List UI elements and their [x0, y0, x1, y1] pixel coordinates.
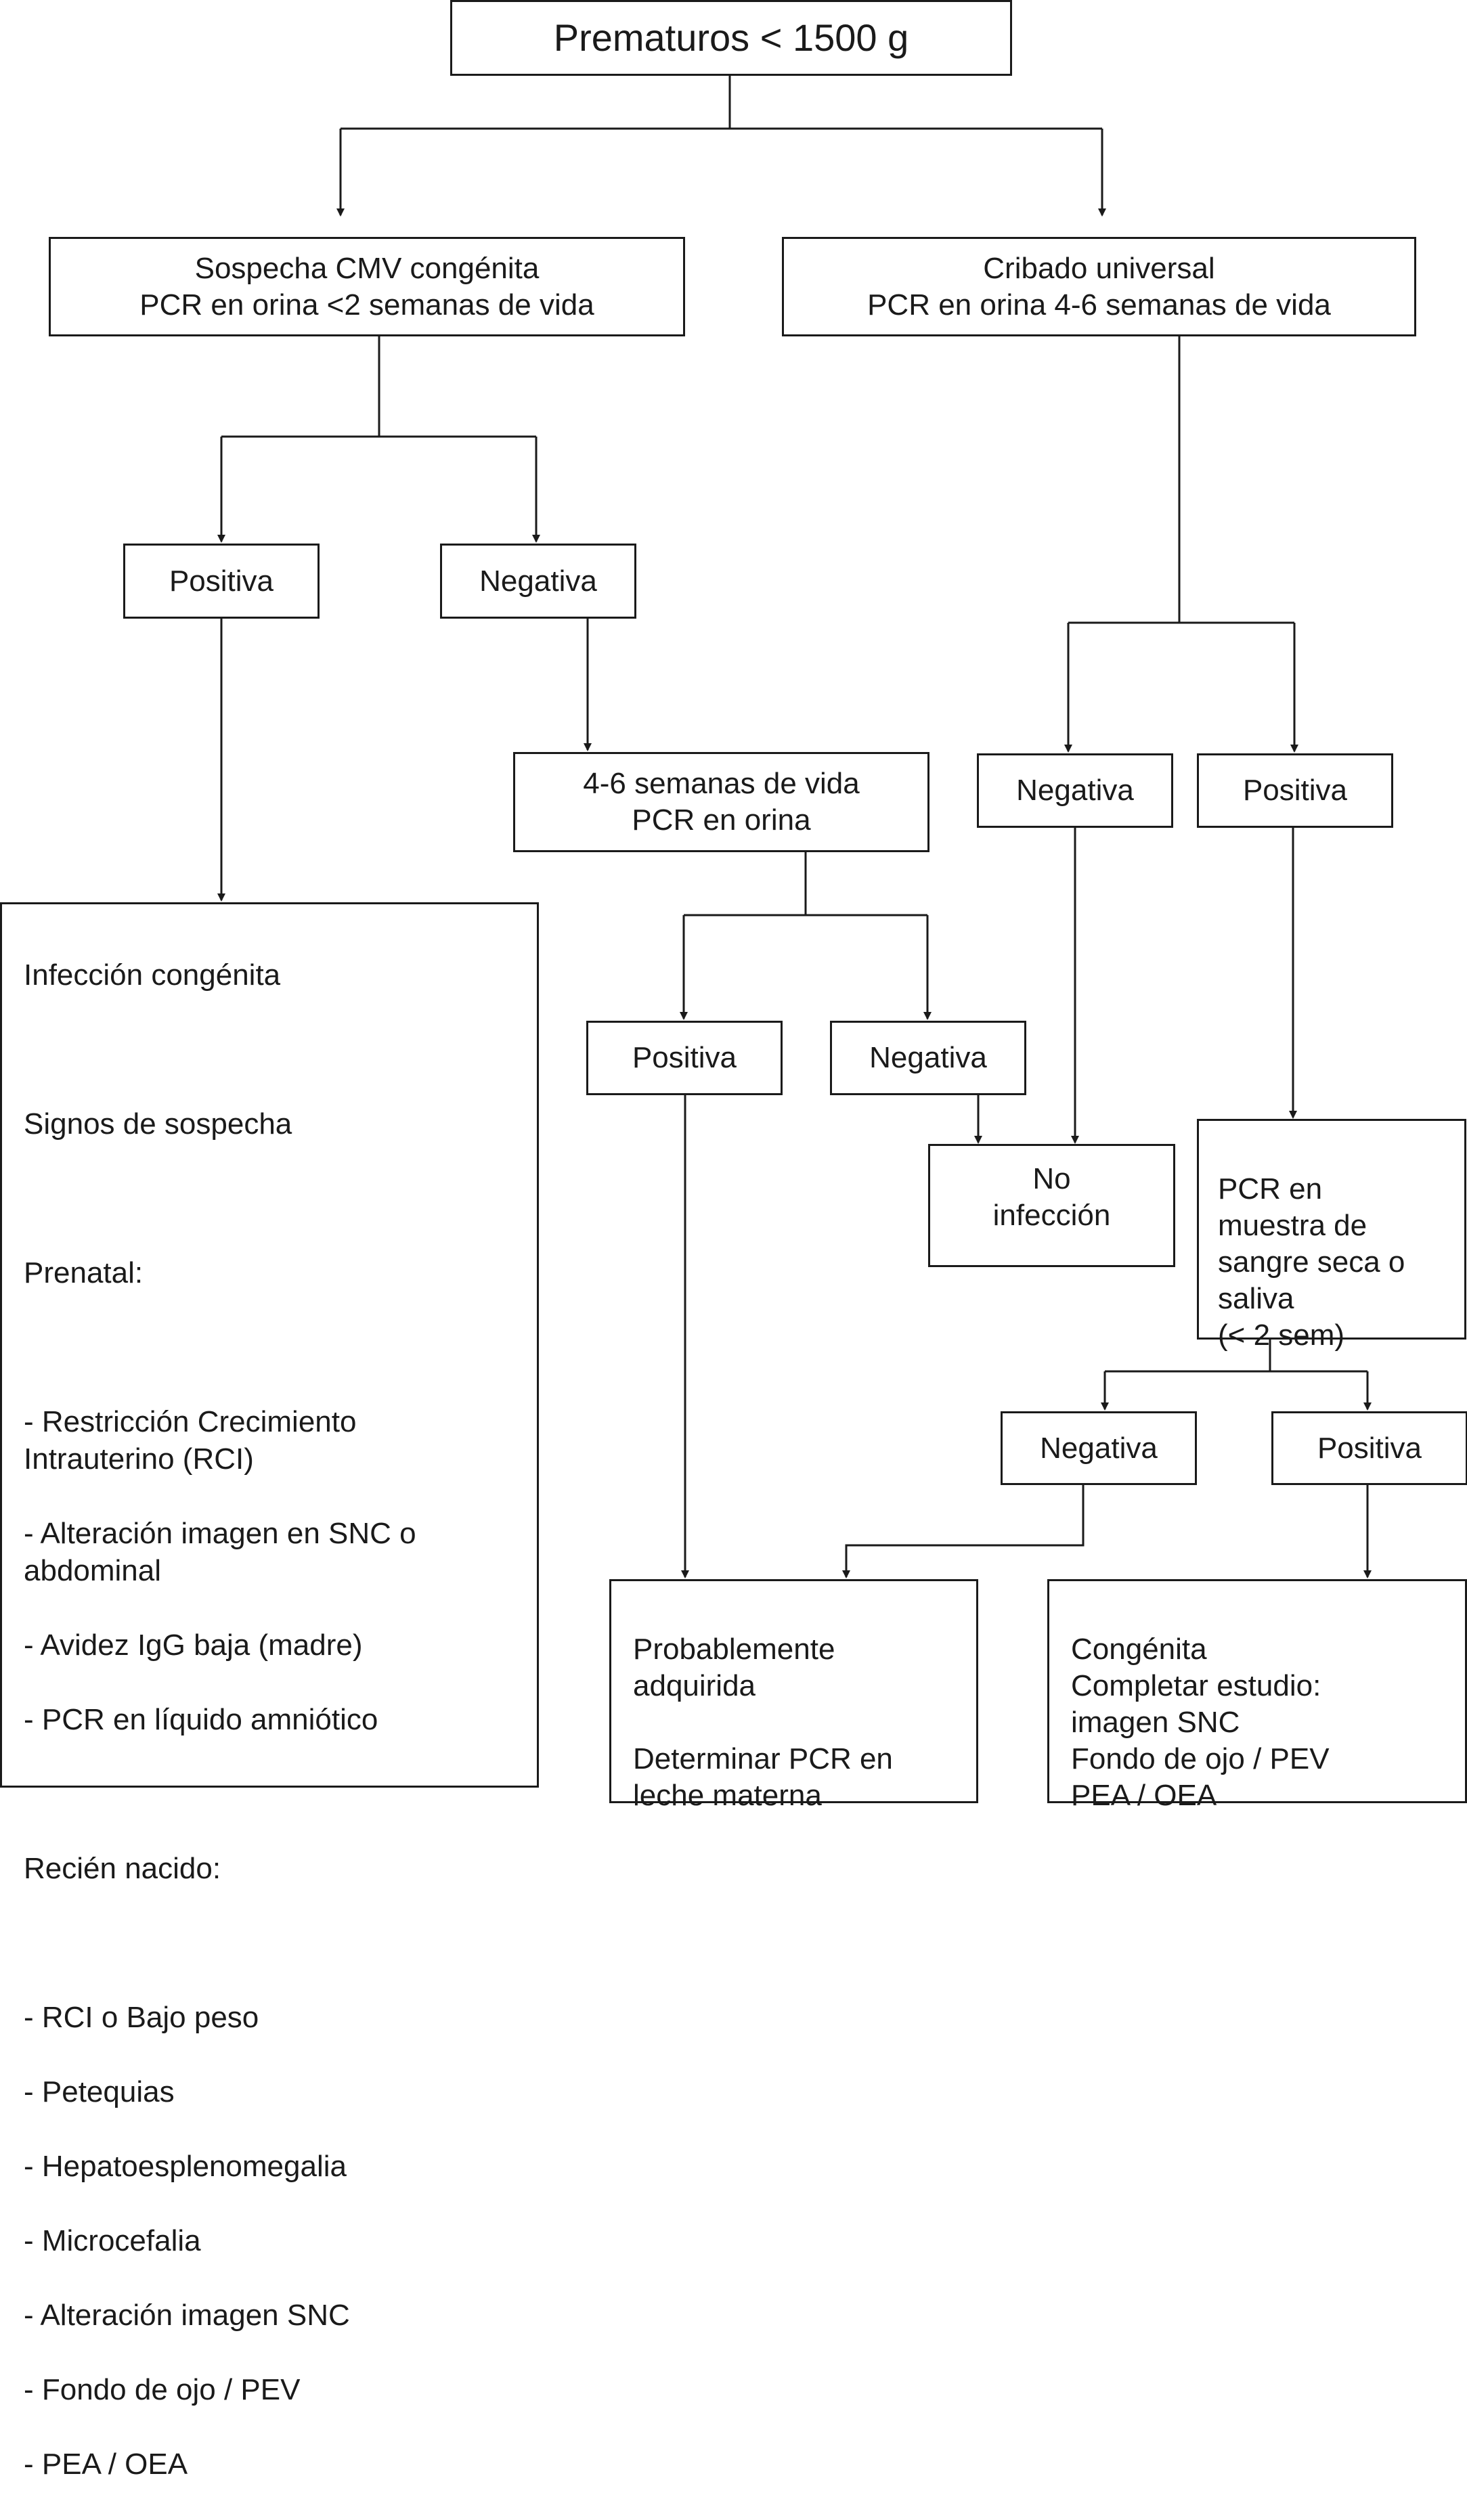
prenatal-label: Prenatal: [24, 1256, 144, 1289]
congenita-label: Congénita Completar estudio: imagen SNC … [1071, 1633, 1330, 1812]
semanas-positiva-label: Positiva [632, 1041, 737, 1074]
signos-sospecha: Signos de sospecha [24, 1107, 292, 1141]
congenita-node: Congénita Completar estudio: imagen SNC … [1047, 1579, 1467, 1812]
cribado-negativa-node: Negativa [977, 753, 1173, 828]
recien-item: - Petequias [24, 2075, 175, 2108]
recien-item: - Hepatoesplenomegalia [24, 2150, 347, 2183]
no-infeccion-node: No infección [928, 1144, 1175, 1267]
sangre-positiva-node: Positiva [1271, 1411, 1467, 1485]
recien-item: - Alteración imagen SNC [24, 2299, 350, 2332]
sangre-seca-node: PCR en muestra de sangre seca o saliva (… [1197, 1119, 1466, 1352]
infeccion-title: Infección congénita [24, 958, 281, 992]
probablemente-adquirida-node: Probablemente adquirida Determinar PCR e… [609, 1579, 978, 1812]
sospecha-negativa-label: Negativa [479, 564, 597, 598]
prenatal-item: - Restricción Crecimiento Intrauterino (… [24, 1405, 357, 1476]
prenatal-item: - Alteración imagen en SNC o abdominal [24, 1517, 416, 1587]
recien-nacido-label: Recién nacido: [24, 1852, 221, 1885]
prenatal-item: - PCR en líquido amniótico [24, 1703, 378, 1736]
sangre-positiva-label: Positiva [1317, 1431, 1422, 1465]
semanas-negativa-node: Negativa [830, 1021, 1026, 1095]
semanas-pcr-label: 4-6 semanas de vida PCR en orina [583, 767, 860, 837]
sospecha-node: Sospecha CMV congénita PCR en orina <2 s… [49, 237, 685, 336]
sospecha-negativa-node: Negativa [440, 544, 636, 619]
prenatal-item: - Avidez IgG baja (madre) [24, 1629, 363, 1662]
sangre-seca-label: PCR en muestra de sangre seca o saliva (… [1218, 1172, 1405, 1352]
sangre-negativa-node: Negativa [1001, 1411, 1197, 1485]
semanas-positiva-node: Positiva [586, 1021, 783, 1095]
cribado-node-label: Cribado universal PCR en orina 4-6 seman… [867, 251, 1331, 322]
cribado-positiva-label: Positiva [1242, 774, 1348, 807]
infeccion-congenita-box: Infección congénita Signos de sospecha P… [0, 902, 539, 2481]
recien-item: - PEA / OEA [24, 2448, 188, 2481]
recien-item: - RCI o Bajo peso [24, 2001, 259, 2034]
sospecha-node-label: Sospecha CMV congénita PCR en orina <2 s… [139, 251, 594, 322]
cribado-node: Cribado universal PCR en orina 4-6 seman… [782, 237, 1416, 336]
sangre-negativa-label: Negativa [1040, 1431, 1158, 1465]
sospecha-positiva-label: Positiva [169, 564, 274, 598]
recien-item: - Microcefalia [24, 2224, 201, 2257]
cribado-positiva-node: Positiva [1197, 753, 1393, 828]
semanas-pcr-node: 4-6 semanas de vida PCR en orina [513, 752, 929, 852]
probablemente-adquirida-label: Probablemente adquirida Determinar PCR e… [633, 1633, 893, 1812]
arrow-ss-negativa-to-probablemente [842, 1484, 1085, 1578]
root-node-label: Prematuros < 1500 g [553, 16, 909, 59]
connector-lines [217, 75, 1372, 1578]
no-infeccion-label: No infección [992, 1162, 1111, 1232]
root-node: Prematuros < 1500 g [450, 0, 1012, 76]
semanas-negativa-label: Negativa [869, 1041, 987, 1074]
sospecha-positiva-node: Positiva [123, 544, 320, 619]
recien-item: - Fondo de ojo / PEV [24, 2373, 301, 2406]
cribado-negativa-label: Negativa [1016, 774, 1134, 807]
